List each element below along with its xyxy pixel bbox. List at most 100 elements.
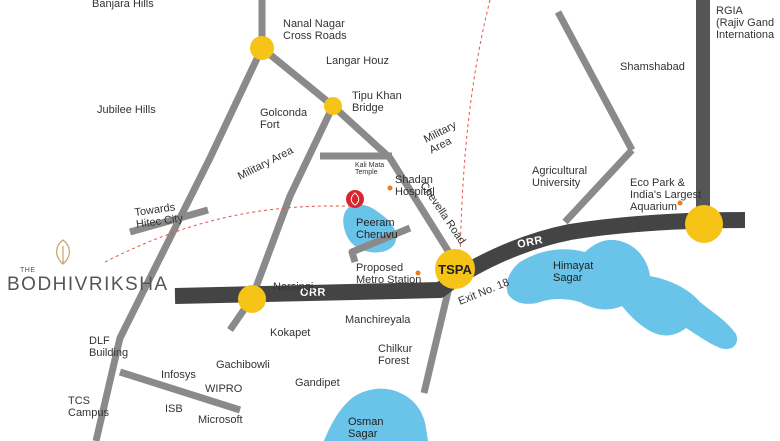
osman-sagar-water <box>324 388 428 441</box>
label-narsingi: Narsingi <box>273 281 313 293</box>
marker-shadan-hospital <box>387 185 393 191</box>
marker-eco-park <box>677 200 683 206</box>
label-jubilee-hills: Jubilee Hills <box>97 104 156 116</box>
label-line: (Rajiv Gand <box>716 17 774 29</box>
label-isb: ISB <box>165 403 183 415</box>
road-shamshabad <box>554 10 636 152</box>
leaf-pin-icon <box>350 192 360 206</box>
label-line: Shamshabad <box>620 61 685 73</box>
label-line: Sagar <box>348 428 378 440</box>
label-line: Manchireyala <box>345 314 411 326</box>
label-line: Building <box>89 347 128 359</box>
label-line: Proposed <box>356 262 403 274</box>
label-gachibowli: Gachibowli <box>216 359 270 371</box>
brand-name: BODHIVRIKSHA <box>7 274 169 295</box>
label-line: Kali Mata <box>355 162 384 169</box>
label-line: Campus <box>68 407 109 419</box>
label-line: Tipu Khan <box>352 90 402 102</box>
label-shamshabad: Shamshabad <box>620 61 685 73</box>
brand-prefix: THE <box>20 267 36 274</box>
orr-label-left: ORR <box>300 287 326 299</box>
label-line: Towards <box>134 201 177 219</box>
label-line: Peeram <box>356 217 395 229</box>
label-manchireyala: Manchireyala <box>345 314 411 326</box>
label-line: Langar Houz <box>326 55 389 67</box>
label-line: University <box>532 177 581 189</box>
road-isb-wipro <box>118 368 242 414</box>
military-boundary <box>104 0 491 263</box>
label-line: Nanal Nagar <box>283 18 345 30</box>
label-line: Cheruvu <box>356 229 398 241</box>
road-nanal-to-bridge <box>259 45 336 109</box>
label-line: Military Area <box>236 144 296 183</box>
label-line: Banjara Hills <box>92 0 154 10</box>
label-microsoft: Microsoft <box>198 414 243 426</box>
label-line: Forest <box>378 355 409 367</box>
label-line: Internationa <box>716 29 775 41</box>
label-line: TCS <box>68 395 90 407</box>
label-line: Jubilee Hills <box>97 104 156 116</box>
road-agricultural <box>562 147 635 225</box>
label-wipro: WIPRO <box>205 383 243 395</box>
label-line: Microsoft <box>198 414 243 426</box>
military-line-vertical <box>459 0 491 263</box>
orr-label-right: ORR <box>516 234 544 251</box>
label-langar-houz: Langar Houz <box>326 55 389 67</box>
junction-rgia[interactable] <box>685 205 723 243</box>
junction-narsingi[interactable] <box>238 285 266 313</box>
road-bridge-to-narsingi <box>248 104 337 300</box>
label-kokapet: Kokapet <box>270 327 310 339</box>
label-line: Temple <box>355 169 378 176</box>
label-line: Agricultural <box>532 165 587 177</box>
label-line: Sagar <box>553 272 583 284</box>
project-location-pin[interactable] <box>346 190 364 208</box>
junction-nanal-nagar[interactable] <box>250 36 274 60</box>
label-line: Kokapet <box>270 327 310 339</box>
label-military-area-right: MilitaryArea <box>422 119 464 156</box>
label-line: RGIA <box>716 5 744 17</box>
road-peeram-access <box>348 224 412 264</box>
label-line: Gandipet <box>295 377 340 389</box>
label-line: Aquarium <box>630 201 677 213</box>
tspa-label: TSPA <box>438 262 472 277</box>
road-towards-hitec <box>129 206 209 236</box>
label-gandipet: Gandipet <box>295 377 340 389</box>
label-line: Narsingi <box>273 281 313 293</box>
military-line-west <box>104 205 352 263</box>
label-line: Bridge <box>352 102 384 114</box>
label-banjara-hills: Banjara Hills <box>92 0 154 10</box>
junction-tspa[interactable] <box>435 249 475 289</box>
label-line: Golconda <box>260 107 308 119</box>
label-line: Hospital <box>395 186 435 198</box>
himayat-sagar-water <box>506 239 738 350</box>
label-infosys: Infosys <box>161 369 196 381</box>
label-line: Gachibowli <box>216 359 270 371</box>
label-line: Shadan <box>395 174 433 186</box>
label-line: Osman <box>348 416 383 428</box>
marker-metro-station <box>415 270 421 276</box>
junction-tipu-khan[interactable] <box>324 97 342 115</box>
label-line: DLF <box>89 335 110 347</box>
label-line: Eco Park & <box>630 177 686 189</box>
label-line: Chilkur <box>378 343 413 355</box>
label-line: India's Largest <box>630 189 701 201</box>
label-line: WIPRO <box>205 383 243 395</box>
label-line: Cross Roads <box>283 30 347 42</box>
label-line: ISB <box>165 403 183 415</box>
